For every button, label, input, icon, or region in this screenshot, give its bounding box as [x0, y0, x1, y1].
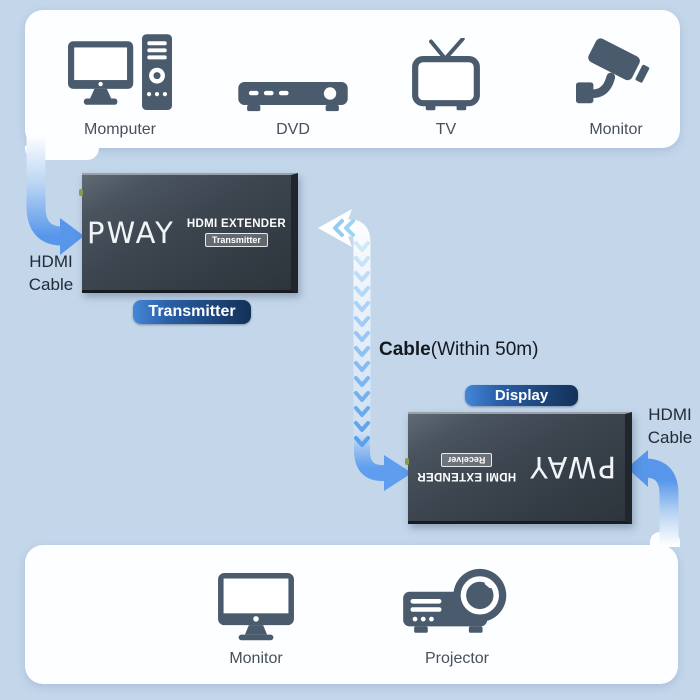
dvd-player-icon	[238, 82, 348, 112]
monitor-icon	[218, 573, 294, 641]
icon-slot	[218, 563, 294, 641]
output-devices-panel: Monitor	[25, 545, 678, 684]
icon-slot	[403, 563, 511, 641]
device-label: Monitor	[589, 121, 643, 138]
projector-icon	[403, 568, 507, 633]
device-label: TV	[435, 121, 457, 138]
power-led	[79, 189, 83, 196]
receiver-device: PWAY HDMI EXTENDER Receiver	[405, 412, 632, 524]
device-label: DVD	[276, 121, 310, 138]
source-device-tv: TV	[381, 30, 511, 139]
power-led	[405, 458, 409, 465]
hdmi-cable-label-left-line1: HDMI	[29, 252, 73, 271]
transmitter-device: PWAY HDMI EXTENDER Transmitter	[79, 173, 298, 293]
transmitter-faceplate: PWAY HDMI EXTENDER Transmitter	[82, 175, 291, 290]
source-device-dvd: DVD	[228, 30, 358, 139]
icon-slot	[576, 30, 656, 112]
cable-length-label-bold: Cable	[379, 339, 431, 360]
hdmi-cable-label-right-line1: HDMI	[648, 405, 692, 424]
device-label: Monitor	[229, 650, 283, 667]
receiver-faceplate: PWAY HDMI EXTENDER Receiver	[408, 414, 625, 521]
cable-length-label: Cable(Within 50m)	[379, 339, 538, 361]
bottom-panel-cable-tab	[650, 532, 680, 547]
product-label: HDMI EXTENDER Transmitter	[187, 218, 286, 247]
icon-slot	[238, 30, 348, 112]
variant-badge: Receiver	[440, 453, 493, 467]
hdmi-cable-label-left: HDMI Cable	[18, 250, 84, 296]
cable-length-label-rest: (Within 50m)	[430, 339, 539, 360]
product-label: HDMI EXTENDER Receiver	[417, 453, 516, 482]
icon-slot	[408, 30, 484, 112]
tv-icon	[412, 38, 480, 111]
hdmi-cable-label-left-line2: Cable	[28, 275, 74, 294]
pway-logo: PWAY	[87, 215, 175, 250]
pway-logo: PWAY	[528, 450, 616, 485]
hdmi-cable-label-right: HDMI Cable	[643, 403, 697, 449]
transmitter-badge: Transmitter	[133, 300, 251, 324]
desktop-computer-icon	[68, 34, 172, 111]
chevron-marks	[333, 219, 370, 447]
variant-badge: Transmitter	[204, 233, 268, 247]
output-device-monitor: Monitor	[191, 563, 321, 668]
source-device-computer: Momputer	[55, 30, 185, 139]
product-name: HDMI EXTENDER	[417, 470, 517, 482]
cctv-camera-icon	[576, 38, 650, 104]
device-label: Projector	[424, 650, 490, 667]
hdmi-cable-label-right-line2: Cable	[647, 428, 693, 447]
device-label: Momputer	[83, 121, 157, 138]
top-panel-cable-tab	[25, 146, 99, 160]
output-device-projector: Projector	[392, 563, 522, 668]
source-devices-panel: Momputer DVD	[25, 10, 680, 148]
cable-arrowhead-to-transmitter	[318, 209, 352, 247]
source-device-camera: Monitor	[551, 30, 681, 139]
display-badge: Display	[465, 385, 578, 406]
icon-slot	[68, 30, 172, 112]
product-name: HDMI EXTENDER	[186, 218, 286, 230]
